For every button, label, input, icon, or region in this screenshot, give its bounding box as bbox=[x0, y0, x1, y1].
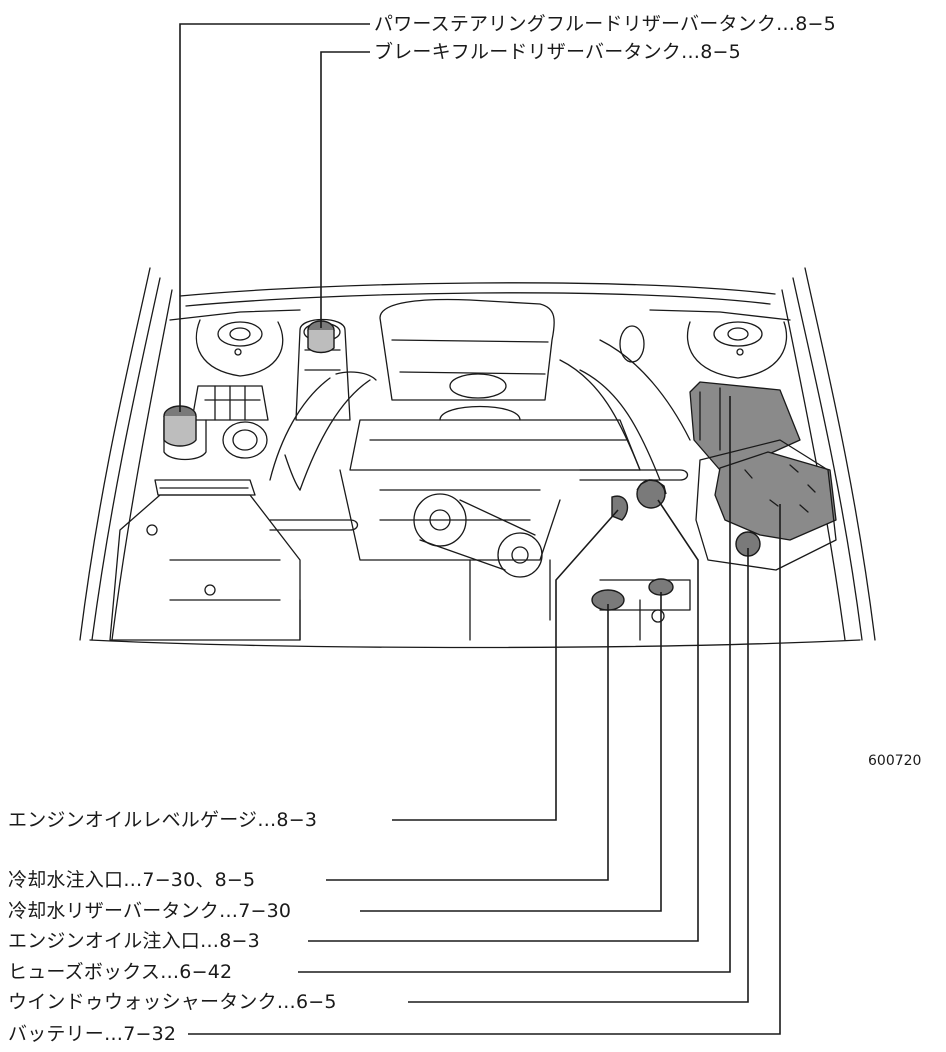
label-brake-fluid-reservoir: ブレーキフルードリザーバータンク…8−5 bbox=[374, 41, 741, 63]
brake-reservoir-cap bbox=[307, 320, 335, 354]
leader-coolant-inlet bbox=[326, 604, 609, 881]
leader-dipstick bbox=[392, 509, 619, 821]
leader-battery bbox=[188, 504, 781, 1035]
ps-reservoir-cap bbox=[163, 405, 197, 447]
figure-code: 600720 bbox=[868, 753, 922, 769]
left-strut-tower bbox=[195, 319, 284, 377]
belt-pulleys bbox=[413, 493, 543, 578]
label-washer-tank: ウインドゥウォッシャータンク…6−5 bbox=[8, 991, 337, 1013]
ps-reservoir bbox=[163, 385, 269, 461]
label-engine-oil-filler: エンジンオイル注入口…8−3 bbox=[8, 930, 260, 952]
right-fender bbox=[781, 267, 876, 641]
cowl-panel bbox=[169, 282, 791, 321]
leader-oil-filler bbox=[308, 499, 699, 942]
fuse-box bbox=[689, 381, 801, 471]
caps bbox=[163, 320, 761, 611]
washer-tank bbox=[714, 451, 837, 541]
engine-top bbox=[339, 298, 641, 561]
label-engine-oil-dipstick: エンジンオイルレベルゲージ…8−3 bbox=[8, 809, 318, 831]
label-fuse-box: ヒューズボックス…6−42 bbox=[8, 961, 233, 983]
right-strut-tower bbox=[686, 321, 788, 379]
label-coolant-reservoir: 冷却水リザーバータンク…7−30 bbox=[8, 900, 292, 922]
front-bumper-beam bbox=[89, 559, 861, 649]
leader-ps bbox=[179, 23, 370, 412]
intake-duct bbox=[269, 371, 377, 491]
label-coolant-inlet: 冷却水注入口…7−30、8−5 bbox=[8, 869, 256, 891]
label-battery: バッテリー…7−32 bbox=[8, 1023, 177, 1045]
leader-fuse-box bbox=[298, 396, 731, 973]
air-filter-box bbox=[109, 479, 301, 641]
leader-coolant-reservoir bbox=[360, 592, 662, 912]
battery-body bbox=[695, 439, 837, 571]
oil-filler-cap bbox=[636, 479, 667, 509]
left-fender bbox=[79, 267, 173, 641]
label-power-steering-fluid-reservoir: パワーステアリングフルードリザーバータンク…8−5 bbox=[374, 13, 836, 35]
leader-washer-tank bbox=[408, 548, 749, 1003]
dipstick-handle bbox=[611, 495, 629, 521]
hoses bbox=[269, 325, 691, 623]
leader-brake bbox=[320, 51, 370, 328]
